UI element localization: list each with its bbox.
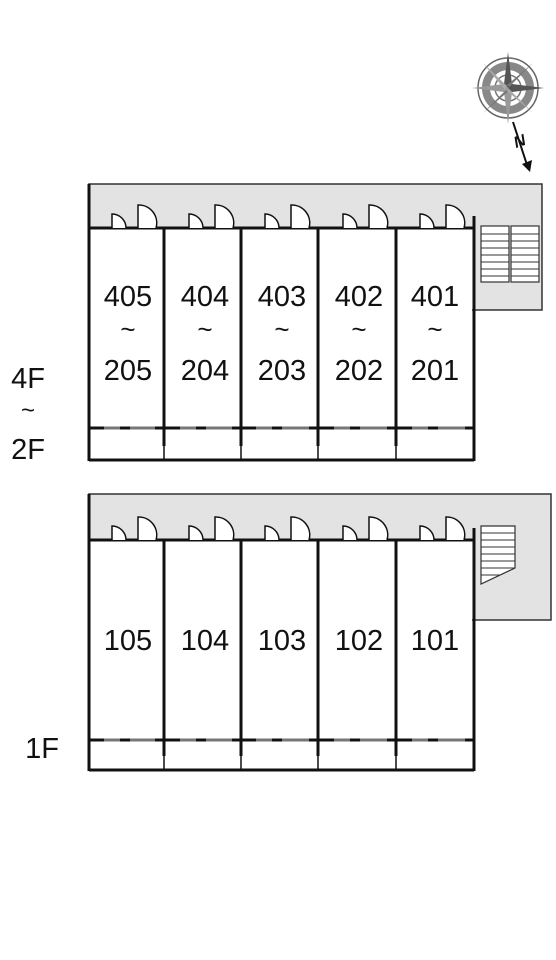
upper-floor-label: 4F ~ 2F: [11, 363, 45, 466]
unit-number-bottom: 205: [104, 355, 152, 387]
lower-unit-4-label: 102: [335, 625, 383, 657]
compass-rose-icon: [472, 52, 544, 172]
lower-unit-3-label: 103: [258, 625, 306, 657]
upper-unit-4: 402 ~ 202: [335, 281, 383, 387]
upper-unit-2: 404 ~ 204: [181, 281, 229, 387]
floor-label-top: 4F: [11, 363, 45, 395]
unit-number-bottom: 204: [181, 355, 229, 387]
upper-unit-5: 401 ~ 201: [411, 281, 459, 387]
upper-corridor: [89, 184, 542, 227]
stairs-single-icon: [480, 525, 516, 585]
lower-unit-5-label: 101: [411, 625, 459, 657]
lower-unit-2-label: 104: [181, 625, 229, 657]
upper-doors: [111, 204, 466, 229]
unit-number-bottom: 201: [411, 355, 459, 387]
floor-label-bottom: 2F: [11, 434, 45, 466]
unit-range-separator: ~: [274, 314, 289, 344]
upper-unit-1: 405 ~ 205: [104, 281, 152, 387]
unit-range-separator: ~: [351, 314, 366, 344]
upper-unit-3: 403 ~ 203: [258, 281, 306, 387]
compass-north-label: N: [512, 132, 529, 152]
unit-number-bottom: 203: [258, 355, 306, 387]
unit-number-top: 402: [335, 281, 383, 313]
unit-number-top: 405: [104, 281, 152, 313]
unit-range-separator: ~: [197, 314, 212, 344]
unit-number-top: 403: [258, 281, 306, 313]
unit-number-top: 401: [411, 281, 459, 313]
unit-range-separator: ~: [120, 314, 135, 344]
stairs-switchback-icon: [480, 225, 540, 283]
lower-building-block: [87, 493, 552, 772]
unit-number-top: 404: [181, 281, 229, 313]
unit-range-separator: ~: [427, 314, 442, 344]
floor-label-separator: ~: [21, 397, 35, 424]
lower-unit-1-label: 105: [104, 625, 152, 657]
lower-floor-label: 1F: [25, 733, 59, 765]
upper-building-block: [87, 183, 543, 462]
lower-doors: [111, 516, 466, 541]
unit-number-bottom: 202: [335, 355, 383, 387]
